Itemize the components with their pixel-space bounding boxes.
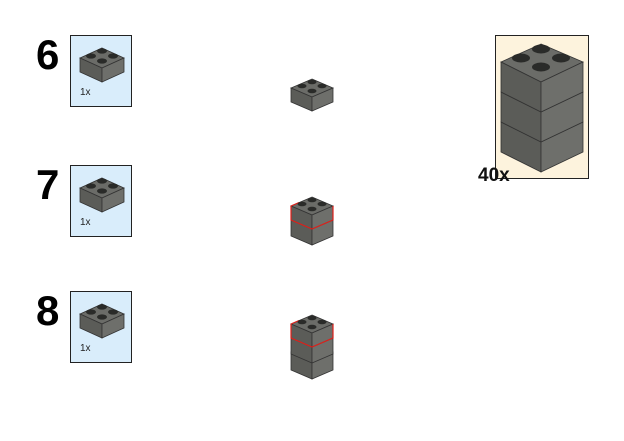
submodel-callout bbox=[495, 35, 589, 179]
submodel-stack-icon bbox=[500, 43, 584, 173]
brick-2x2-icon bbox=[79, 177, 125, 213]
step-6-model bbox=[289, 78, 335, 112]
parts-list-step-8: 1x bbox=[70, 291, 132, 363]
brick-2x2-icon bbox=[79, 47, 125, 83]
step-8-model bbox=[289, 314, 335, 380]
step-7-model bbox=[289, 196, 335, 246]
submodel-quantity: 40x bbox=[478, 165, 510, 186]
step-number-7: 7 bbox=[36, 161, 60, 208]
part-quantity: 1x bbox=[80, 343, 91, 354]
brick-2x2-icon bbox=[79, 303, 125, 339]
step-number-8: 8 bbox=[36, 287, 60, 334]
parts-list-step-7: 1x bbox=[70, 165, 132, 237]
step-number-6: 6 bbox=[36, 31, 60, 78]
parts-list-step-6: 1x bbox=[70, 35, 132, 107]
part-quantity: 1x bbox=[80, 87, 91, 98]
part-quantity: 1x bbox=[80, 217, 91, 228]
